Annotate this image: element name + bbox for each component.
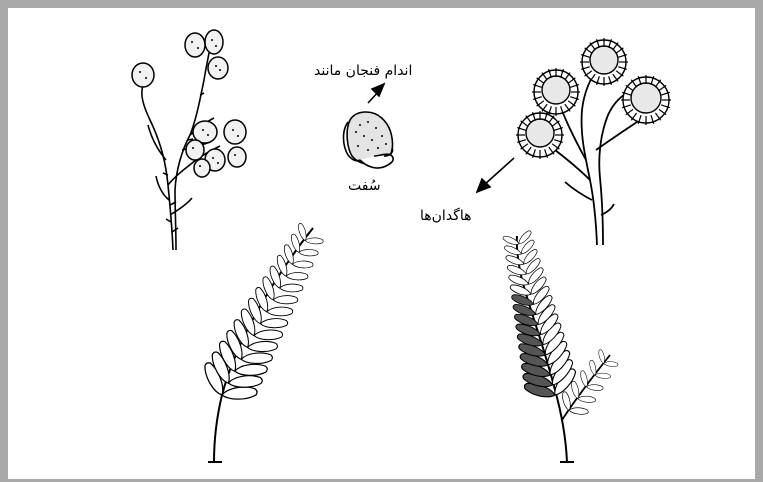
sporangia-cluster-left — [132, 30, 246, 177]
sporangia-label: هاگدان‌ها — [420, 208, 471, 224]
cup-organ-sofat — [344, 112, 394, 168]
sofat-label: سُفت — [348, 178, 381, 194]
cup-organ-label: اندام فنجان مانند — [314, 63, 412, 79]
daisy-sporangia-right — [518, 40, 669, 157]
arrow-to-cup-label — [368, 84, 384, 103]
frond-right — [502, 229, 618, 462]
frond-left — [201, 223, 323, 462]
arrow-to-sporangia-label — [477, 158, 514, 192]
